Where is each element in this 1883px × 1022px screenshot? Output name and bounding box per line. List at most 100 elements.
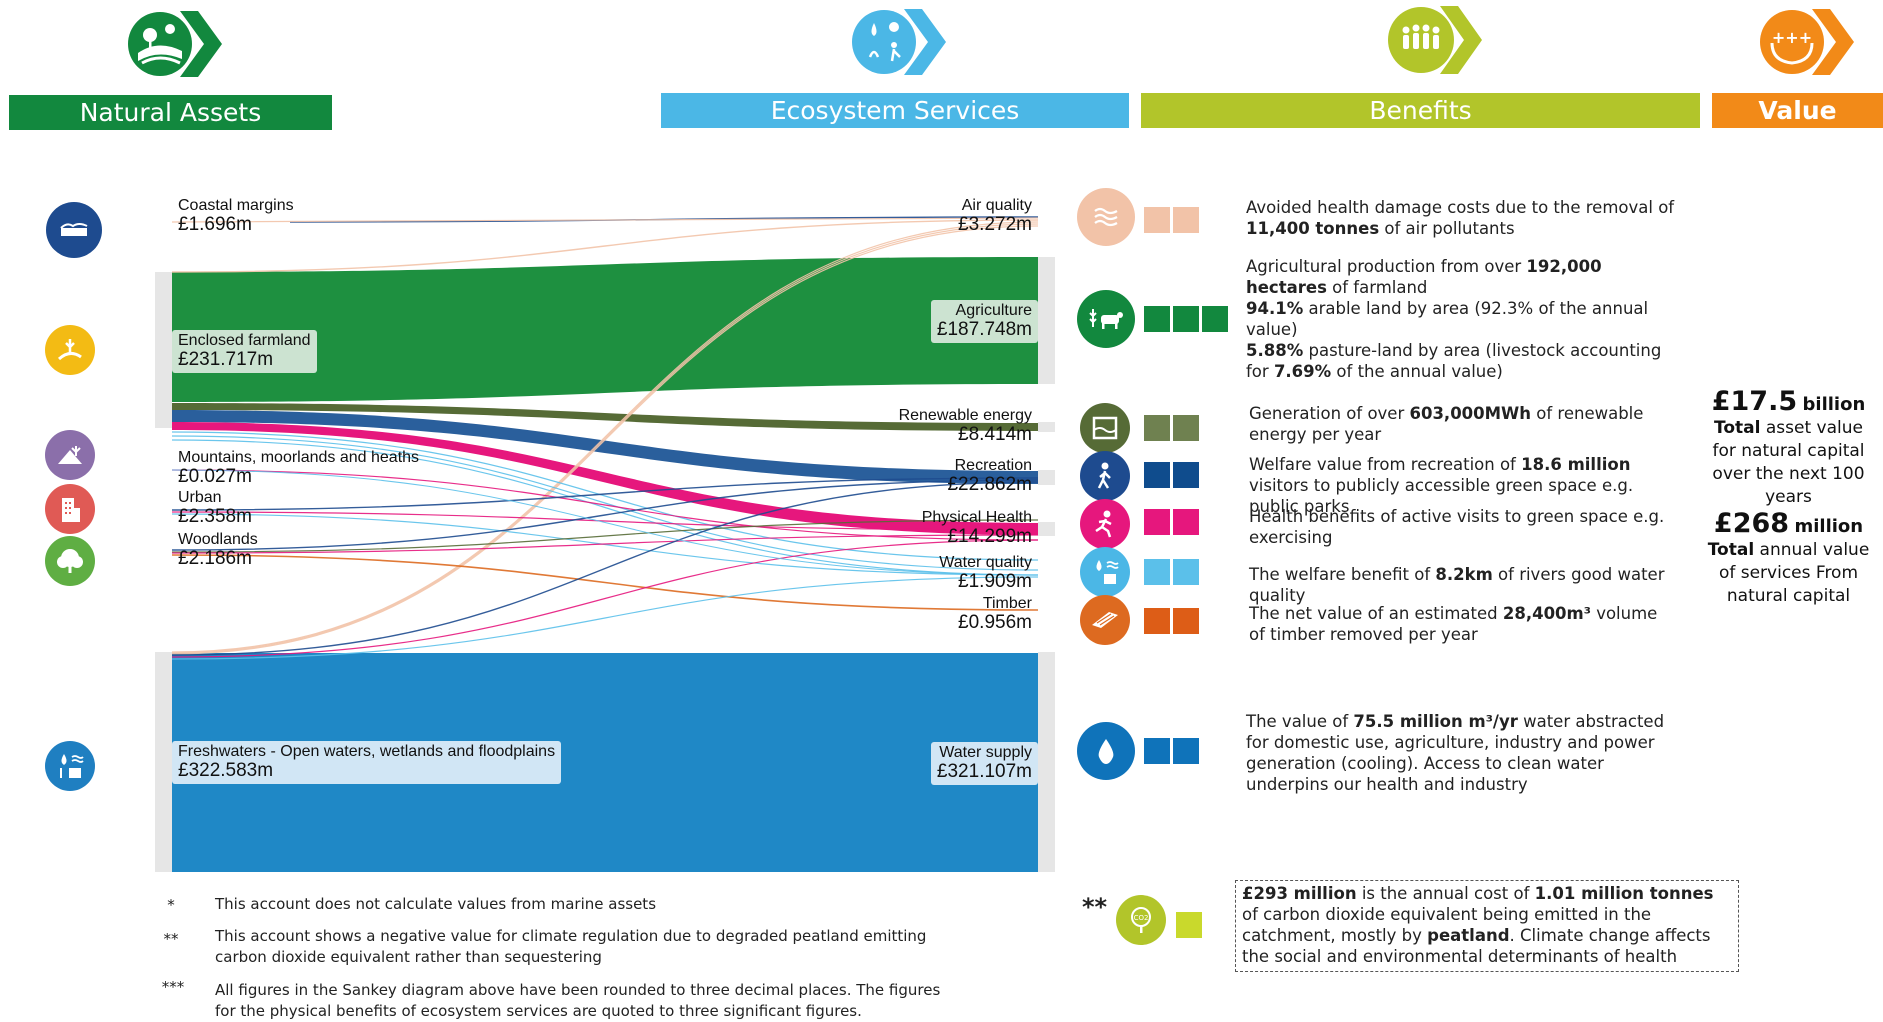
asset-label-freshwaters: Freshwaters - Open waters, wetlands and … — [172, 741, 562, 784]
flow-freshwater-water-supply — [172, 653, 1038, 872]
benefit-water-supply: The value of 75.5 million m³/yr water ab… — [1246, 711, 1676, 795]
asset-label-farmland: Enclosed farmland £231.717m — [172, 330, 317, 373]
service-node-bar — [1038, 422, 1055, 432]
agriculture-icon — [1077, 290, 1135, 348]
asset-label-mountains: Mountains, moorlands and heaths £0.027m — [178, 449, 420, 487]
climate-icon: CO2 — [1116, 895, 1166, 945]
service-value: £8.414m — [958, 423, 1032, 445]
asset-node-bar — [155, 272, 172, 428]
climate-figure: £293 million — [1242, 884, 1357, 903]
air-quality-swatch — [1173, 207, 1199, 233]
flow-farmland-energy — [172, 403, 1038, 431]
service-label-timber: Timber £0.956m — [958, 595, 1032, 633]
benefit-text: arable land by area (92.3% of the annual… — [1246, 299, 1649, 339]
physical-health-swatch — [1144, 509, 1170, 535]
svg-text:+++: +++ — [1772, 28, 1812, 47]
service-name: Renewable energy — [898, 407, 1032, 424]
flow-line — [171, 576, 1039, 660]
value-header-icon: +++ — [1760, 9, 1854, 75]
climate-text: . Climate change affects the social and … — [1242, 926, 1711, 966]
service-value: £22.862m — [947, 473, 1032, 495]
service-name: Air quality — [961, 197, 1032, 214]
renewable-energy-swatch — [1144, 415, 1170, 441]
flow-line — [171, 217, 1039, 223]
flow-farmland-agriculture — [172, 257, 1038, 402]
benefit-figure: 28,400m³ — [1502, 604, 1591, 623]
moorland-icon — [45, 430, 95, 480]
flow-line — [171, 431, 1039, 561]
benefit-recreation: Welfare value from recreation of 18.6 mi… — [1249, 454, 1679, 517]
water-supply-swatch — [1173, 738, 1199, 764]
annual-value-figure: £268 — [1713, 508, 1790, 539]
footnote-2: This account shows a negative value for … — [215, 927, 927, 966]
asset-value: £231.717m — [178, 348, 274, 370]
asset-name: Coastal margins — [178, 197, 294, 214]
flow-line — [171, 439, 1039, 576]
flow-line — [171, 469, 1039, 576]
water-quality-icon — [1080, 547, 1130, 597]
benefit-text: visitors to publicly accessible green sp… — [1249, 476, 1634, 516]
flow-line — [171, 479, 1039, 551]
flow-line — [171, 554, 1039, 611]
svg-text:CO2: CO2 — [1134, 914, 1149, 922]
air-quality-icon — [1077, 188, 1135, 246]
water-supply-swatch — [1144, 738, 1170, 764]
ecosystem-services-header: Ecosystem Services — [661, 93, 1129, 128]
flow-line — [171, 223, 1039, 654]
flow-farmland-health — [172, 422, 1038, 535]
climate-figure: peatland — [1427, 926, 1510, 945]
benefit-figure: 8.2km — [1435, 565, 1493, 584]
physical-health-icon — [1080, 499, 1130, 549]
value-header: Value — [1712, 93, 1883, 128]
benefit-text: The value of — [1246, 712, 1354, 731]
climate-text: of carbon dioxide equivalent being emitt… — [1242, 905, 1652, 945]
service-name: Timber — [982, 595, 1032, 612]
service-name: Agriculture — [955, 302, 1032, 319]
climate-note: £293 million is the annual cost of 1.01 … — [1235, 880, 1739, 972]
total-asset-value: £17.5 billion Total asset value for natu… — [1706, 388, 1871, 509]
benefit-timber: The net value of an estimated 28,400m³ v… — [1249, 603, 1669, 645]
benefit-air-quality: Avoided health damage costs due to the r… — [1246, 197, 1686, 239]
asset-name: Mountains, moorlands and heaths — [178, 449, 420, 466]
timber-swatch — [1173, 608, 1199, 634]
annual-value-bold: Total — [1707, 540, 1755, 560]
asset-node-bar — [155, 652, 172, 872]
asset-value: £2.358m — [178, 505, 252, 527]
flow-line — [171, 519, 1039, 553]
benefits-header-icon — [1388, 6, 1482, 74]
asset-name: Urban — [178, 489, 222, 506]
flow-line — [171, 534, 1039, 554]
service-value: £1.909m — [958, 570, 1032, 592]
benefit-text: Agricultural production from over — [1246, 257, 1527, 276]
timber-swatch — [1144, 608, 1170, 634]
recreation-icon — [1080, 451, 1130, 501]
service-name: Water quality — [939, 554, 1032, 571]
service-node-bar — [1038, 257, 1055, 384]
service-value: £14.299m — [947, 525, 1032, 547]
benefit-figure: 11,400 tonnes — [1246, 219, 1380, 238]
natural-assets-header-icon — [128, 11, 222, 77]
benefit-text: The net value of an estimated — [1249, 604, 1503, 623]
timber-icon — [1080, 595, 1130, 645]
benefit-water-quality: The welfare benefit of 8.2km of rivers g… — [1249, 564, 1699, 606]
service-name: Physical Health — [921, 509, 1032, 526]
service-value: £3.272m — [958, 213, 1032, 235]
service-value: £321.107m — [936, 760, 1032, 782]
renewable-energy-icon — [1080, 403, 1130, 453]
woodland-icon — [45, 536, 95, 586]
benefit-text: of renewable energy per year — [1249, 404, 1644, 444]
benefit-figure: 192,000 hectares — [1246, 257, 1602, 297]
benefit-text: Welfare value from recreation of — [1249, 455, 1522, 474]
climate-marker: ** — [1082, 893, 1108, 921]
benefit-figure: 18.6 million — [1521, 455, 1631, 474]
asset-value-figure: £17.5 — [1711, 386, 1798, 417]
service-label-agriculture: Agriculture £187.748m — [930, 300, 1038, 343]
benefit-text: volume of timber removed per year — [1249, 604, 1658, 644]
urban-icon — [45, 484, 95, 534]
benefit-text: of farmland — [1326, 278, 1428, 297]
flow-line — [171, 435, 1039, 571]
annual-value-text: annual value of services From natural ca… — [1718, 540, 1870, 606]
asset-label-woodlands: Woodlands £2.186m — [178, 531, 258, 569]
asset-value-text: asset value for natural capital over the… — [1712, 418, 1865, 507]
